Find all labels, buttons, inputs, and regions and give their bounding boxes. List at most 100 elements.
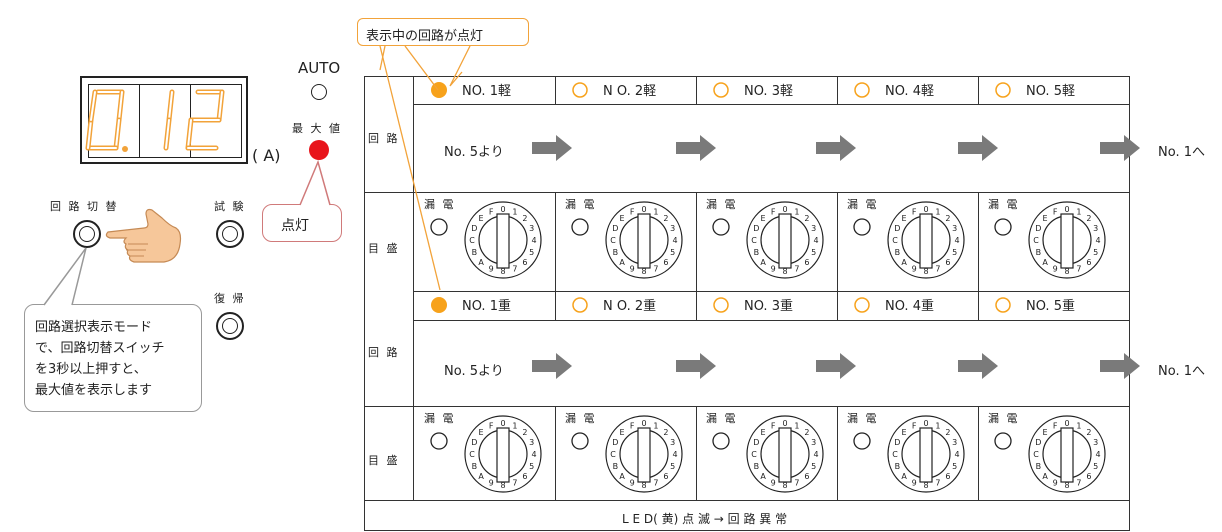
callout-pointer-line — [404, 45, 439, 91]
leak-led — [853, 218, 871, 236]
flow-arrow-icon — [676, 353, 716, 379]
dial-tick-label: 2 — [663, 214, 668, 223]
mode-note-line-1: 回路選択表示モード — [35, 320, 153, 335]
rotary-dial-slot — [1060, 427, 1074, 483]
dial-tick-label: 7 — [512, 265, 517, 274]
leak-label: 漏 電 — [847, 412, 879, 425]
seven-segment-display — [80, 76, 248, 164]
mode-note-callout: 回路選択表示モード で、回路切替スイッチ を3秒以上押すと、 最大値を表示します — [24, 304, 202, 412]
dial-tick-label: 9 — [489, 479, 494, 488]
leak-led — [853, 432, 871, 450]
dial-tick-label: 7 — [935, 479, 940, 488]
dial-tick-label: 4 — [954, 450, 959, 459]
table-hline — [414, 104, 1130, 105]
dial-tick-label: 0 — [782, 205, 787, 214]
dial-tick-label: D — [894, 224, 900, 233]
dial-tick-label: B — [895, 462, 901, 471]
dial-tick-label: C — [892, 450, 898, 459]
dial-tick-label: 1 — [935, 421, 940, 430]
table-hline — [364, 192, 1130, 193]
table-vline — [696, 406, 697, 500]
test-label: 試 験 — [214, 200, 246, 213]
dial-tick-label: E — [479, 428, 484, 437]
dial-tick-label: 0 — [1064, 205, 1069, 214]
dial-tick-label: 4 — [531, 450, 536, 459]
dial-tick-label: B — [472, 462, 478, 471]
flow-arrow-icon — [532, 353, 572, 379]
dial-tick-label: A — [1042, 472, 1048, 481]
dial-tick-label: D — [471, 224, 477, 233]
reset-label: 復 帰 — [214, 292, 246, 305]
circuit-led-off — [854, 297, 870, 313]
dial-tick-label: D — [1035, 438, 1041, 447]
dial-tick-label: 2 — [945, 214, 950, 223]
circuit-switch-label: 回 路 切 替 — [50, 200, 119, 213]
dial-tick-label: 3 — [670, 438, 675, 447]
dial-tick-label: 0 — [923, 205, 928, 214]
dial-tick-label: 7 — [935, 265, 940, 274]
dial-tick-label: 3 — [952, 224, 957, 233]
dial-tick-label: 6 — [945, 258, 950, 267]
leak-label: 漏 電 — [706, 198, 738, 211]
flow-arrow-icon — [532, 135, 572, 161]
dial-tick-label: C — [610, 236, 616, 245]
table-vline — [837, 76, 838, 104]
circuit-led-off — [995, 297, 1011, 313]
dial-tick-label: C — [751, 450, 757, 459]
dial-tick-label: 6 — [804, 472, 809, 481]
dial-tick-label: 0 — [500, 205, 505, 214]
rotary-dial-slot — [778, 213, 792, 269]
circuit-switch-button[interactable] — [73, 220, 101, 248]
circuit-header: NO. 1軽 — [462, 84, 511, 99]
circuit-row-label-1: 回 路 — [368, 132, 400, 145]
table-vline — [978, 76, 979, 104]
dial-tick-label: A — [901, 258, 907, 267]
dial-tick-label: 8 — [1064, 481, 1069, 490]
test-button[interactable] — [216, 220, 244, 248]
dial-tick-label: 2 — [1086, 428, 1091, 437]
leak-led — [571, 218, 589, 236]
leak-led — [571, 432, 589, 450]
dial-tick-label: E — [620, 214, 625, 223]
dial-tick-label: 5 — [811, 248, 816, 257]
to-label-2: No. 1へ — [1158, 364, 1205, 379]
dial-tick-label: D — [753, 224, 759, 233]
dial-tick-label: 1 — [1076, 421, 1081, 430]
flow-arrow-icon — [676, 135, 716, 161]
dial-tick-label: 6 — [663, 258, 668, 267]
dial-tick-label: B — [613, 462, 619, 471]
dial-tick-label: 0 — [500, 419, 505, 428]
dial-tick-label: F — [1053, 207, 1058, 216]
dial-tick-label: 8 — [500, 481, 505, 490]
dial-tick-label: 7 — [653, 265, 658, 274]
mode-note-line-3: を3秒以上押すと、 — [35, 362, 147, 377]
dial-tick-label: 9 — [1053, 479, 1058, 488]
dial-tick-label: C — [1033, 450, 1039, 459]
dial-tick-label: 0 — [782, 419, 787, 428]
dial-tick-label: 8 — [923, 267, 928, 276]
mode-note-line-2: で、回路切替スイッチ — [35, 341, 165, 356]
reset-button[interactable] — [216, 312, 244, 340]
table-vline — [413, 76, 414, 500]
dial-tick-label: 8 — [641, 267, 646, 276]
dial-tick-label: 5 — [811, 462, 816, 471]
table-vline — [978, 406, 979, 500]
dial-tick-label: C — [610, 450, 616, 459]
leak-led — [994, 218, 1012, 236]
table-hline — [364, 500, 1130, 501]
dial-tick-label: 4 — [813, 450, 818, 459]
dial-tick-label: 2 — [945, 428, 950, 437]
dial-tick-label: D — [753, 438, 759, 447]
circuit-header: N O. 2軽 — [603, 84, 656, 99]
footer-label: L E D( 黄) 点 滅 → 回 路 異 常 — [622, 512, 788, 526]
dial-tick-label: 8 — [923, 481, 928, 490]
dial-tick-label: 5 — [529, 462, 534, 471]
dial-tick-label: 4 — [672, 450, 677, 459]
dial-tick-label: F — [630, 421, 635, 430]
table-vline — [555, 406, 556, 500]
dial-tick-label: 6 — [1086, 472, 1091, 481]
dial-tick-label: 7 — [1076, 265, 1081, 274]
leak-label: 漏 電 — [988, 198, 1020, 211]
dial-tick-label: 3 — [811, 438, 816, 447]
